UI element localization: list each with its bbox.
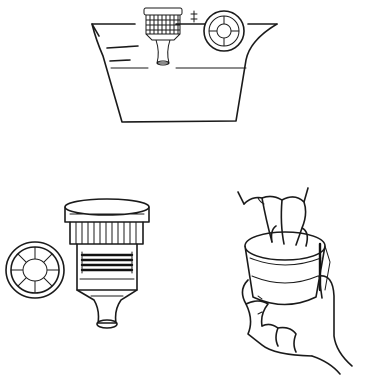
filter-cone-icon xyxy=(144,8,182,65)
filter-ring-icon xyxy=(204,11,244,51)
soak-panel xyxy=(92,8,277,122)
clean-panel xyxy=(238,188,352,374)
filter-cup-icon xyxy=(245,232,330,305)
small-arrow-icon xyxy=(191,11,197,22)
filter-unit-icon xyxy=(65,199,149,328)
lower-hand-icon xyxy=(242,276,352,374)
parts-panel xyxy=(6,199,149,328)
mesh-disc-icon xyxy=(6,242,64,298)
bowl-icon xyxy=(92,24,277,122)
